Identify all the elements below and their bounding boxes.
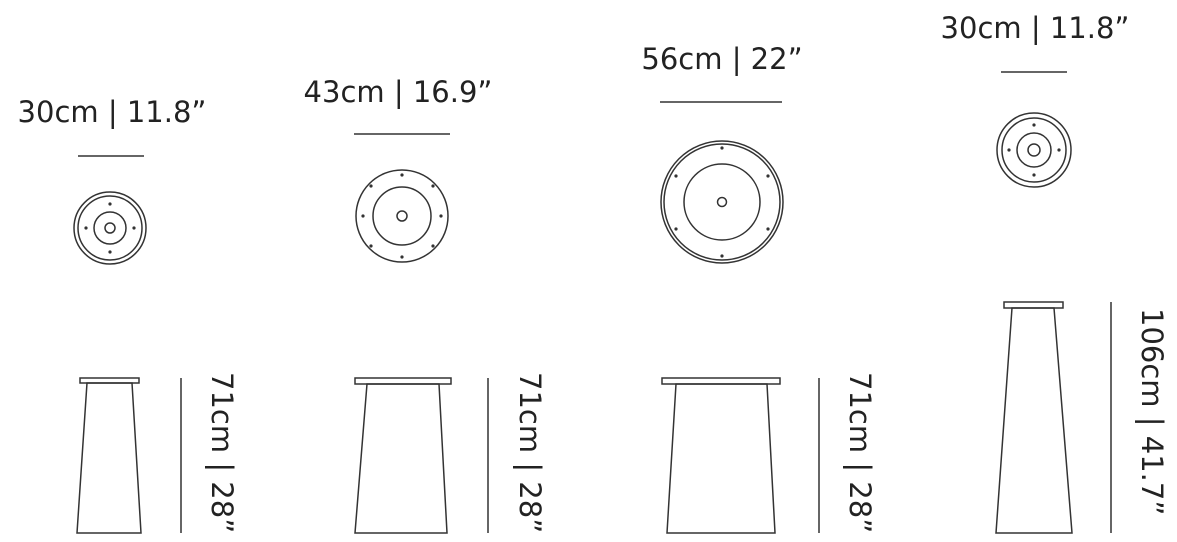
product-4-side-view <box>995 301 1073 534</box>
product-3-diameter-label: 56cm | 22” <box>641 42 802 76</box>
product-1-side-view <box>76 377 142 534</box>
product-3: 56cm | 22” 71cm | 28” <box>641 42 877 534</box>
product-1-height-label: 71cm | 28” <box>205 372 239 533</box>
product-1-top-view <box>73 191 147 265</box>
product-2: 43cm | 16.9” 71cm | 28” <box>304 75 547 534</box>
product-3-top-view <box>660 140 784 264</box>
product-4: 30cm | 11.8” 106cm | 41.7” <box>941 11 1169 534</box>
product-4-height-label: 106cm | 41.7” <box>1135 308 1169 515</box>
product-2-height-label: 71cm | 28” <box>513 372 547 533</box>
product-1: 30cm | 11.8” 71cm | 28” <box>18 95 239 534</box>
product-2-side-view <box>354 377 452 534</box>
product-4-diameter-label: 30cm | 11.8” <box>941 11 1130 45</box>
product-2-diameter-label: 43cm | 16.9” <box>304 75 493 109</box>
product-3-side-view <box>661 377 781 534</box>
product-3-height-label: 71cm | 28” <box>843 372 877 533</box>
product-4-top-view <box>996 112 1072 188</box>
product-1-diameter-label: 30cm | 11.8” <box>18 95 207 129</box>
product-2-top-view <box>355 169 449 263</box>
